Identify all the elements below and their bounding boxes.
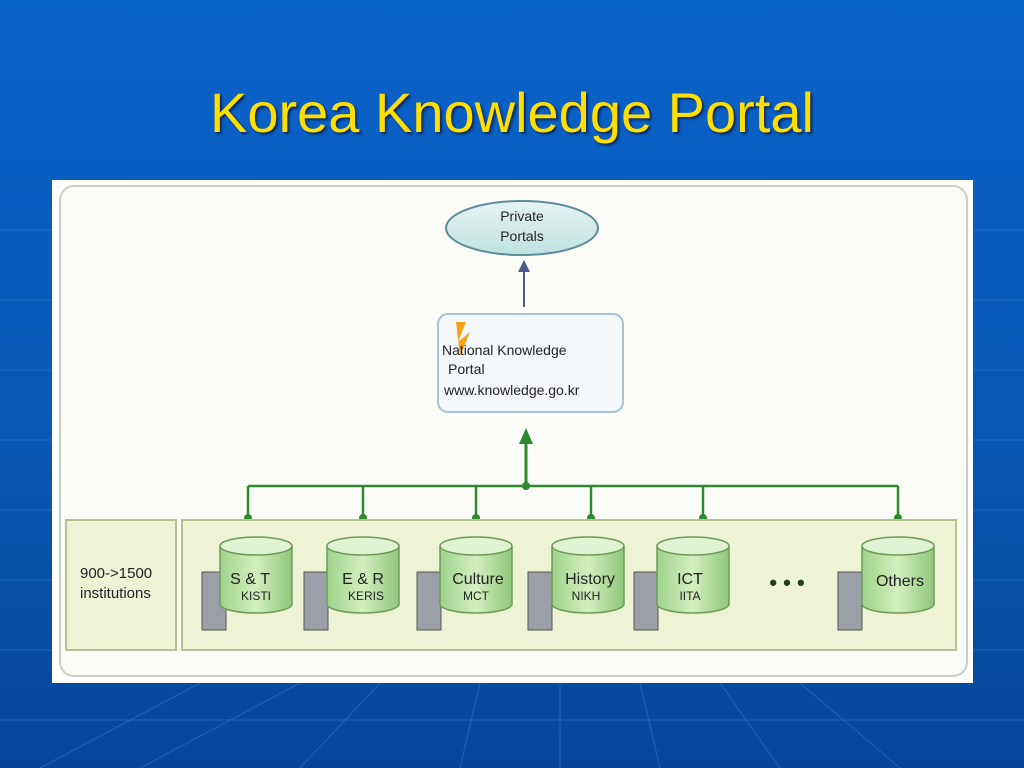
server-icon bbox=[303, 571, 329, 631]
db-history: History NIKH bbox=[527, 536, 625, 631]
server-icon bbox=[837, 571, 863, 631]
db-st-sub: KISTI bbox=[241, 589, 271, 603]
db-er-name: E & R bbox=[342, 571, 384, 588]
institutions-panel: 900->1500 institutions bbox=[65, 519, 177, 651]
db-others: Others bbox=[837, 536, 935, 631]
server-icon bbox=[633, 571, 659, 631]
private-portals-line1: Private bbox=[500, 208, 544, 224]
national-portal-line2: Portal bbox=[448, 361, 485, 377]
db-st-name: S & T bbox=[230, 571, 270, 588]
slide-title: Korea Knowledge Portal bbox=[210, 81, 814, 144]
db-culture: Culture MCT bbox=[416, 536, 513, 631]
db-others-name: Others bbox=[876, 573, 924, 590]
national-portal-node: National Knowledge Portal www.knowledge.… bbox=[437, 313, 624, 413]
db-history-name: History bbox=[565, 571, 615, 588]
private-portals-node: Private Portals bbox=[445, 200, 599, 256]
institutions-label: institutions bbox=[80, 585, 151, 602]
db-culture-name: Culture bbox=[452, 571, 504, 588]
portal-diagram: Private Portals National Knowledge Porta… bbox=[52, 180, 973, 683]
db-ict-name: ICT bbox=[677, 571, 703, 588]
arrow-to-private bbox=[518, 260, 530, 307]
db-er-sub: KERIS bbox=[348, 589, 384, 603]
national-portal-url: www.knowledge.go.kr bbox=[443, 382, 580, 398]
institutions-count: 900->1500 bbox=[80, 565, 152, 582]
db-culture-sub: MCT bbox=[463, 589, 490, 603]
server-icon bbox=[527, 571, 553, 631]
db-er: E & R KERIS bbox=[303, 536, 400, 631]
db-history-sub: NIKH bbox=[572, 589, 601, 603]
db-ict: ICT IITA bbox=[633, 536, 730, 631]
national-portal-line1: National Knowledge bbox=[442, 342, 567, 358]
diagram-canvas: Private Portals National Knowledge Porta… bbox=[59, 185, 968, 677]
db-st: S & T KISTI bbox=[201, 536, 293, 631]
private-portals-line2: Portals bbox=[500, 228, 544, 244]
portal-logo-icon bbox=[456, 322, 470, 356]
server-icon bbox=[416, 571, 442, 631]
db-ict-sub: IITA bbox=[679, 589, 700, 603]
ellipsis: • • • bbox=[769, 570, 804, 595]
